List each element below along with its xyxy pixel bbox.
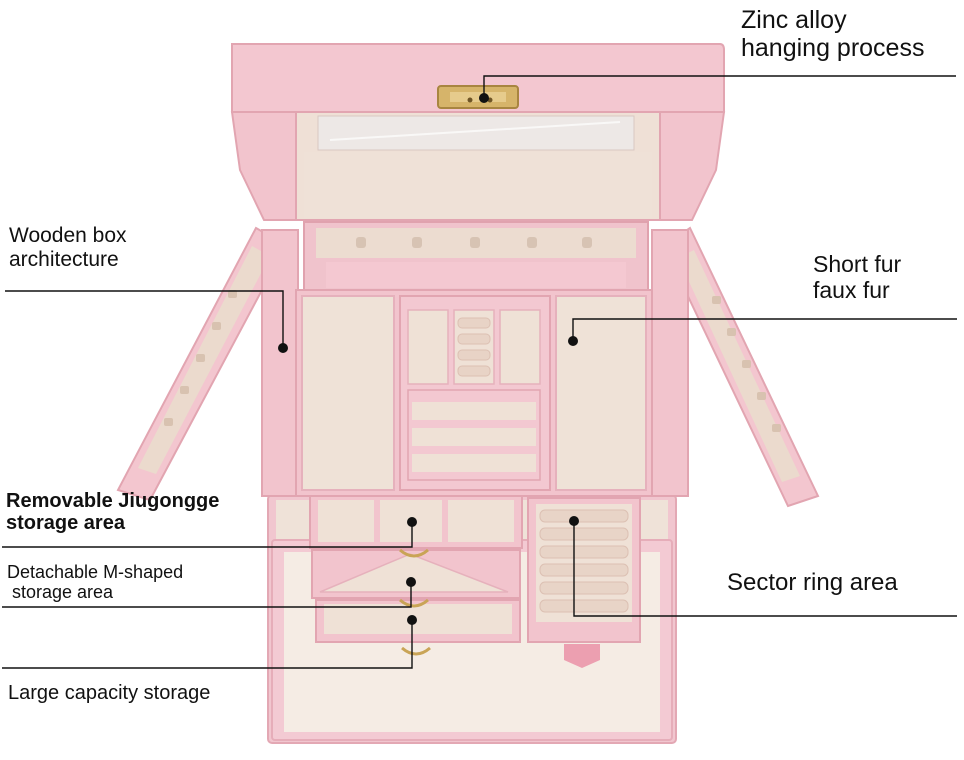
faux-fur-label-line1: Short fur bbox=[813, 251, 902, 277]
large-capacity-label-text: Large capacity storage bbox=[8, 682, 211, 704]
faux-fur-label: Short fur faux fur bbox=[813, 251, 902, 304]
callout-dots bbox=[278, 93, 579, 625]
ring-tray bbox=[527, 497, 641, 668]
lid bbox=[230, 43, 726, 221]
m-shaped-label-line2: storage area bbox=[7, 582, 114, 603]
callouts bbox=[2, 75, 957, 669]
zinc-alloy-label: Zinc alloy hanging process bbox=[741, 6, 924, 62]
upper-compartment bbox=[295, 289, 653, 497]
large-capacity-label: Large capacity storage bbox=[8, 682, 210, 704]
m-shaped-label: Detachable M-shaped storage area bbox=[7, 562, 183, 602]
wooden-box-label-line1: Wooden box bbox=[9, 224, 127, 247]
jiugongge-label: Removable Jiugongge storage area bbox=[6, 490, 219, 535]
zinc-alloy-label-line2: hanging process bbox=[741, 34, 925, 62]
faux-fur-label-line2: faux fur bbox=[813, 276, 890, 303]
sector-ring-label-text: Sector ring area bbox=[727, 569, 898, 596]
wooden-box-label-line2: architecture bbox=[9, 247, 119, 271]
right-side-door bbox=[651, 226, 820, 508]
earring-tray bbox=[303, 221, 649, 293]
sector-ring-label: Sector ring area bbox=[727, 569, 898, 597]
jiugongge-label-line1: Removable Jiugongge bbox=[6, 490, 220, 512]
wooden-box-label: Wooden box architecture bbox=[9, 224, 127, 271]
m-shaped-label-line1: Detachable M-shaped bbox=[7, 562, 184, 582]
jiugongge-label-line2: storage area bbox=[6, 512, 125, 535]
left-side-door bbox=[116, 226, 299, 502]
zinc-alloy-label-line1: Zinc alloy bbox=[741, 6, 847, 34]
zinc-alloy-clasp bbox=[437, 85, 519, 109]
